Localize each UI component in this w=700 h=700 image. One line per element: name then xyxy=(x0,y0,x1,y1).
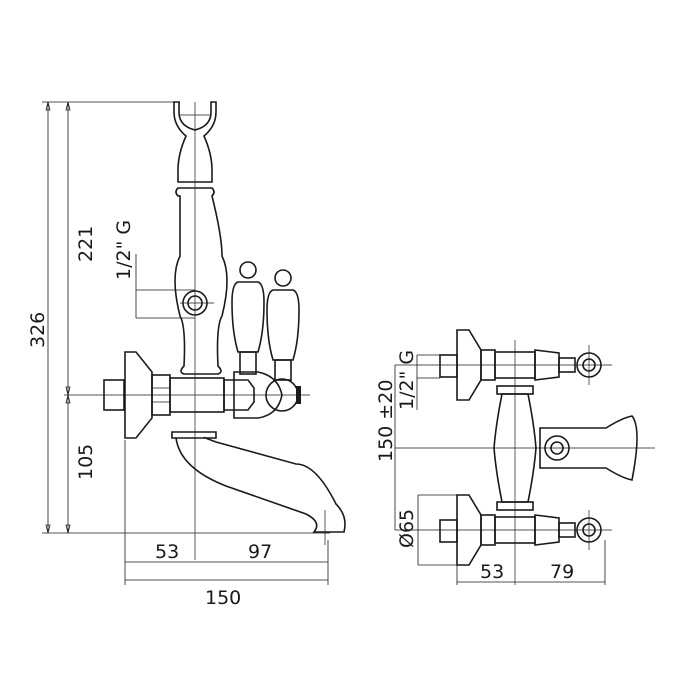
lever-handle-hot xyxy=(231,261,265,375)
dim-150: 150 xyxy=(205,587,241,609)
column xyxy=(174,187,228,375)
central-body xyxy=(493,393,537,503)
handshower-outlet xyxy=(182,290,208,316)
vertical-dimensions xyxy=(42,101,330,534)
dim-105: 105 xyxy=(75,444,97,480)
dim-centers: 150 ±20 xyxy=(375,380,397,462)
dim-thread: 1/2" G xyxy=(113,220,135,280)
front-dim-79: 79 xyxy=(550,561,574,583)
spout xyxy=(171,431,346,533)
dim-53: 53 xyxy=(155,541,179,563)
handshower-cradle xyxy=(173,101,217,183)
dim-326: 326 xyxy=(27,312,49,348)
wall-inlet xyxy=(103,379,125,411)
front-dim-53: 53 xyxy=(480,561,504,583)
front-dim-thread: 1/2" G xyxy=(396,350,418,410)
wall-flange xyxy=(124,351,153,439)
dim-flange-diameter: Ø65 xyxy=(396,509,418,548)
front-view: 1/2" G 150 ±20 Ø65 xyxy=(375,329,655,585)
inlet-top xyxy=(439,329,602,401)
diverter-knob xyxy=(539,415,638,481)
side-view: 326 221 105 1/2" G xyxy=(27,101,346,609)
dim-97: 97 xyxy=(248,541,272,563)
lever-handle-cold xyxy=(266,269,300,381)
dim-221: 221 xyxy=(75,226,97,262)
